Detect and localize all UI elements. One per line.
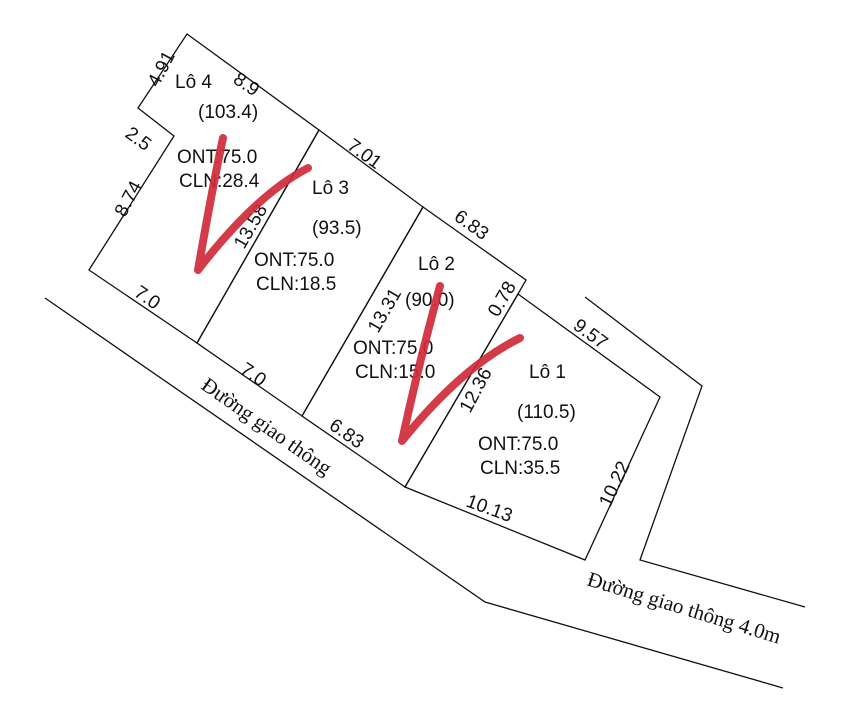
plot-1-cln: CLN:35.5 <box>480 458 560 479</box>
check-mark-icon <box>398 282 524 445</box>
dim-label: 6.83 <box>450 206 492 245</box>
road-label-left: Đường giao thông <box>197 372 337 480</box>
plot-3-name: Lô 3 <box>312 178 349 199</box>
plot-2-ont: ONT:75.0 <box>353 338 433 359</box>
plot-3-ont: ONT:75.0 <box>254 250 334 271</box>
plot-1-area: (110.5) <box>517 402 576 423</box>
plot-4-name: Lô 4 <box>175 72 212 93</box>
dim-label: 6.83 <box>325 415 367 453</box>
dim-label: 13.31 <box>364 285 406 337</box>
plot-1-name: Lô 1 <box>529 362 566 383</box>
plot-2-name: Lô 2 <box>418 254 455 275</box>
plot-2-area: (90.0) <box>405 290 455 311</box>
dim-label: 10.22 <box>595 458 634 510</box>
dim-label: 7.01 <box>343 135 385 174</box>
dim-label: 8.9 <box>229 69 263 101</box>
dim-label: 9.57 <box>569 315 611 354</box>
dim-label: 7.0 <box>130 282 164 314</box>
check-mark-icon <box>194 134 312 274</box>
dim-label: 2.5 <box>121 123 155 156</box>
plot-4-area: (103.4) <box>198 102 258 123</box>
plot-1-boundary <box>404 293 661 561</box>
dim-label: 7.0 <box>236 359 270 391</box>
road-label-right: Đường giao thông 4.0m <box>585 567 784 649</box>
dim-label: 8.74 <box>111 177 147 220</box>
road-left-edge <box>44 297 784 689</box>
plot-3-cln: CLN:18.5 <box>256 274 336 295</box>
road-right-edge <box>584 296 806 608</box>
plot-4-cln: CLN:28.4 <box>179 171 260 192</box>
plot-1-ont: ONT:75.0 <box>478 434 558 455</box>
plot-3-area: (93.5) <box>312 218 362 239</box>
